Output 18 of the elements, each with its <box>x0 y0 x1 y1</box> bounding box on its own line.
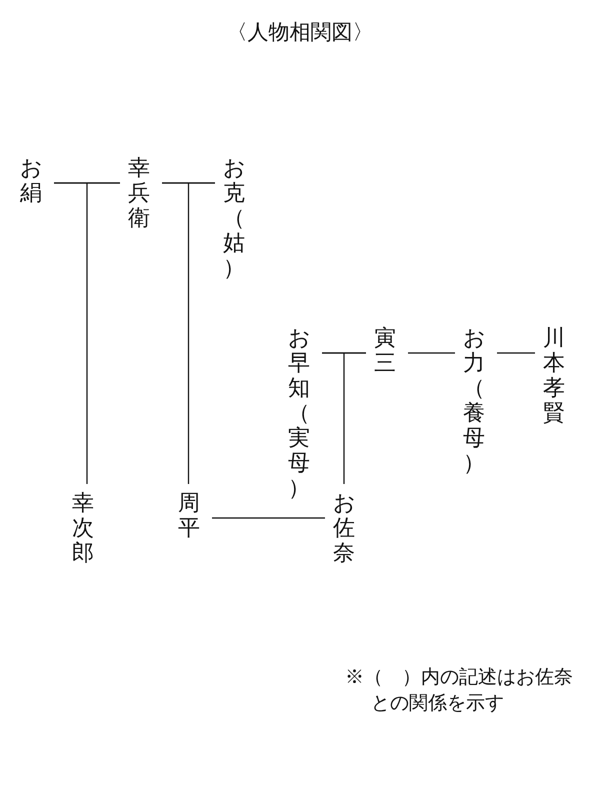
connector-line <box>161 182 216 485</box>
person-name: お絹 <box>20 155 42 205</box>
connector-line <box>408 352 455 354</box>
connector-line <box>53 182 121 485</box>
connector-line <box>321 352 367 485</box>
person-name: 幸次郎 <box>72 490 94 565</box>
note-text: ※（ ）内の記述はお佐奈との関係を示す <box>345 666 574 716</box>
person-name: 川本孝賢 <box>543 325 565 425</box>
connector-line <box>212 517 325 519</box>
person-name: 幸兵衛 <box>128 155 150 230</box>
person-name: お佐奈 <box>333 490 355 565</box>
person-name: 周平 <box>178 490 200 540</box>
person-name: 寅三 <box>374 325 396 375</box>
person-name: お克（姑） <box>223 155 245 280</box>
connector-line <box>497 352 535 354</box>
person-name: お早知（実母） <box>288 325 310 500</box>
person-name: お力（養母） <box>463 325 485 475</box>
diagram-title: 〈人物相関図〉 <box>226 19 374 46</box>
